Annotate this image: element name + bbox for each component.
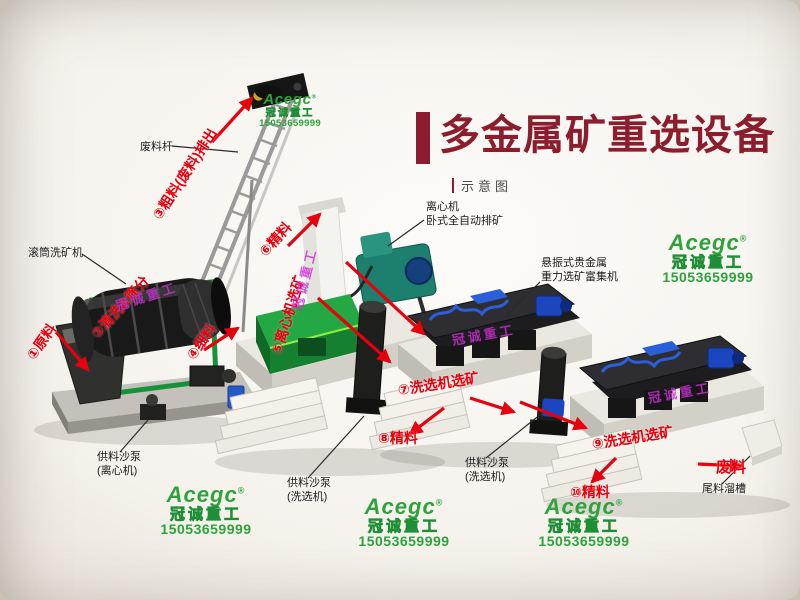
arrow-raw-material bbox=[54, 330, 90, 372]
title-text: 多金属矿重选设备 bbox=[439, 112, 775, 158]
brand-logo: Acegc® bbox=[668, 230, 748, 255]
drum-washer-machine bbox=[52, 277, 256, 434]
feed-sand-pump-washer1 bbox=[345, 300, 387, 416]
part-label-waste-rod: 废料杆 bbox=[140, 140, 173, 154]
part-label-pump-washer-1: 供料沙泵 (洗选机) bbox=[287, 476, 331, 505]
flow-label-concentrate-10: ⑩精料 bbox=[570, 484, 610, 500]
flow-arrows bbox=[54, 96, 745, 484]
brand-logo: Acegc® bbox=[166, 482, 246, 507]
phone-number: 15053659999 bbox=[160, 521, 252, 538]
flow-label-waste: 废料 bbox=[716, 459, 747, 476]
feed-sand-pump-centrifuge bbox=[140, 404, 166, 420]
leader-lines bbox=[81, 145, 751, 485]
brand-watermark-bottom-right: Acegc® 冠诚重工 15053659999 bbox=[528, 494, 640, 550]
phone-number: 15053659999 bbox=[259, 117, 322, 129]
company-name: 冠诚重工 bbox=[169, 505, 242, 523]
part-label-text: 供料沙泵 bbox=[287, 477, 331, 489]
part-label-text: 重力选矿富集机 bbox=[541, 271, 618, 284]
company-name: 冠诚重工 bbox=[367, 517, 440, 535]
part-label-text: 废料杆 bbox=[140, 141, 173, 153]
arrow-concentrate-6 bbox=[286, 212, 322, 248]
part-label-concentrator: 悬振式贵金属重力选矿富集机 bbox=[541, 256, 618, 285]
arrow-waste bbox=[697, 458, 745, 473]
trommel-drum bbox=[71, 277, 231, 362]
phone-number: 15053659999 bbox=[662, 269, 754, 286]
part-label-text: 尾料溜槽 bbox=[702, 483, 746, 495]
part-label-drum-washer: 滚筒洗矿机 bbox=[28, 246, 83, 260]
page-subtitle: 示意图 bbox=[452, 176, 512, 195]
part-label-text: (洗选机) bbox=[465, 471, 506, 484]
registered-mark: ® bbox=[435, 497, 444, 508]
part-label-text: 悬振式贵金属 bbox=[541, 257, 607, 269]
registered-mark: ® bbox=[237, 485, 246, 496]
arrow-fine-material bbox=[203, 326, 240, 352]
registered-mark: ® bbox=[311, 93, 317, 100]
arrow-concentrate-8 bbox=[408, 406, 445, 436]
subtitle-text: 示意图 bbox=[461, 179, 513, 194]
arrow-centrifuge-to-pump bbox=[316, 296, 392, 364]
arrow-table1-to-table2 bbox=[519, 400, 589, 431]
brand-logo: Acegc® bbox=[364, 494, 444, 519]
part-label-centrifuge: 离心机卧式全自动排矿 bbox=[426, 200, 503, 229]
flow-label-washer-separation-9: ⑨洗选机选矿 bbox=[590, 423, 675, 452]
diagonal-watermark-table2: 冠诚重工 bbox=[646, 379, 713, 406]
flow-label-concentrate-6: ⑥精料 bbox=[256, 219, 295, 260]
flow-label-fine-material: ④细料 bbox=[183, 320, 220, 363]
registered-mark: ® bbox=[615, 497, 624, 508]
title-accent-bar bbox=[416, 112, 430, 164]
brand-logo: Acegc® bbox=[544, 494, 624, 519]
company-name: 冠诚重工 bbox=[671, 253, 744, 271]
arrow-table1-separation bbox=[469, 396, 517, 416]
brand-watermark-bottom-left: Acegc® 冠诚重工 15053659999 bbox=[150, 482, 262, 538]
company-name: 冠诚重工 bbox=[547, 517, 620, 535]
subtitle-accent-bar bbox=[452, 178, 454, 193]
page-title: 多金属矿重选设备 bbox=[416, 112, 775, 164]
brand-logo: Acegc® bbox=[263, 90, 317, 108]
brand-watermark-top: Acegc® 冠诚重工 15053659999 bbox=[252, 90, 328, 129]
part-label-text: (洗选机) bbox=[287, 491, 328, 504]
feed-sand-pump-washer2 bbox=[529, 346, 569, 436]
part-label-pump-centrifuge: 供料沙泵 (离心机) bbox=[97, 450, 141, 479]
phone-number: 15053659999 bbox=[538, 533, 630, 550]
company-name: 冠诚重工 bbox=[265, 106, 315, 119]
part-label-text: 滚筒洗矿机 bbox=[28, 247, 83, 259]
part-label-pump-washer-2: 供料沙泵 (洗选机) bbox=[465, 456, 509, 485]
arrow-coarse-discharge bbox=[210, 96, 254, 144]
part-label-text: 卧式全自动排矿 bbox=[426, 215, 503, 228]
registered-mark: ® bbox=[739, 233, 748, 244]
phone-number: 15053659999 bbox=[358, 533, 450, 550]
stairs-centrifuge bbox=[214, 377, 329, 455]
arrow-centrifuge-to-table1 bbox=[344, 260, 426, 336]
part-label-tailings-chute: 尾料溜槽 bbox=[702, 482, 746, 496]
part-label-text: 离心机 bbox=[426, 201, 459, 213]
part-label-text: 供料沙泵 bbox=[465, 457, 509, 469]
brand-watermark-bottom-center: Acegc® 冠诚重工 15053659999 bbox=[348, 494, 460, 550]
brand-watermark-right: Acegc® 冠诚重工 15053659999 bbox=[652, 230, 764, 286]
diagonal-watermark-table1: 冠诚重工 bbox=[450, 321, 517, 348]
flow-label-raw-material: ①原料 bbox=[23, 320, 60, 363]
flow-label-washer-separation-7: ⑦洗选机选矿 bbox=[396, 369, 481, 398]
part-label-text: 供料沙泵 bbox=[97, 451, 141, 463]
flow-label-concentrate-8: ⑧精料 bbox=[378, 430, 418, 446]
arrow-concentrate-10 bbox=[590, 456, 618, 484]
part-label-text: (离心机) bbox=[97, 465, 138, 478]
tailings-chute bbox=[741, 419, 783, 466]
